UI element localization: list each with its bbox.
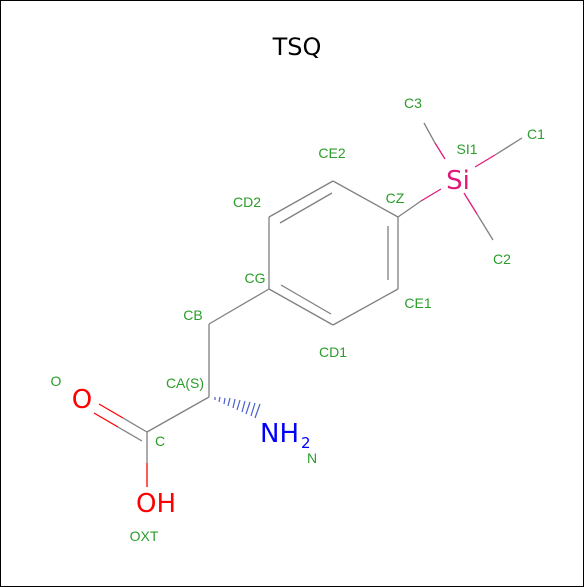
bond-ca-n-hashed: [214, 396, 261, 419]
bond-c-o-2a: [117, 426, 143, 442]
atom-label-cd2: CD2: [233, 194, 261, 210]
element-o: O: [72, 385, 92, 415]
atom-label-c: C: [155, 433, 165, 449]
bond-si-c3-b: [423, 122, 436, 144]
atom-labels: C3 SI1 C1 CE2 CD2 CZ C2 CG CE1 CB CD1 O …: [51, 95, 546, 544]
atom-label-cd1: CD1: [319, 344, 347, 360]
bonds: [93, 122, 523, 487]
diagram-title: TSQ: [272, 33, 322, 61]
atom-label-c2: C2: [493, 251, 511, 267]
atom-label-n: N: [307, 450, 317, 466]
atom-label-c3: C3: [404, 95, 422, 111]
bond-cz-si-a: [397, 200, 422, 218]
bond-si-c3-a: [434, 142, 446, 160]
element-nh: NH: [260, 419, 299, 449]
bond-cz-si-b: [420, 188, 442, 202]
bond-cd1-cg-inner: [280, 284, 332, 315]
element-nh-subscript: 2: [301, 434, 311, 452]
atom-label-cg: CG: [245, 270, 266, 286]
bond-si-c1-a: [474, 154, 496, 168]
atom-label-ce1: CE1: [404, 295, 431, 311]
bond-ce1-cd1: [332, 288, 399, 326]
element-oh: OH: [136, 489, 176, 519]
bond-cd2-ce2-inner: [279, 192, 333, 224]
bond-si-c1-b: [494, 137, 523, 156]
bond-cd2-ce2: [268, 180, 334, 218]
atom-label-ca: CA(S): [166, 375, 204, 391]
atom-label-cz: CZ: [386, 190, 405, 206]
atom-label-oxt: OXT: [130, 528, 159, 544]
bond-c-o-2b: [93, 412, 119, 428]
bond-cd1-cg: [268, 288, 334, 326]
bond-si-c2-b: [476, 213, 494, 241]
bond-ca-c: [146, 396, 210, 433]
bond-si-c2-a: [463, 192, 478, 215]
element-si: Si: [446, 166, 470, 196]
bond-ce2-cz: [332, 180, 399, 218]
bond-c-o-1b: [98, 403, 124, 419]
atom-label-cb: CB: [183, 307, 202, 323]
bond-c-o-1a: [122, 417, 148, 433]
atom-label-c1: C1: [527, 126, 545, 142]
atom-label-o: O: [51, 373, 62, 389]
atom-label-ce2: CE2: [318, 145, 345, 161]
atom-label-si1: SI1: [456, 141, 477, 157]
bond-cg-cb: [208, 288, 270, 325]
